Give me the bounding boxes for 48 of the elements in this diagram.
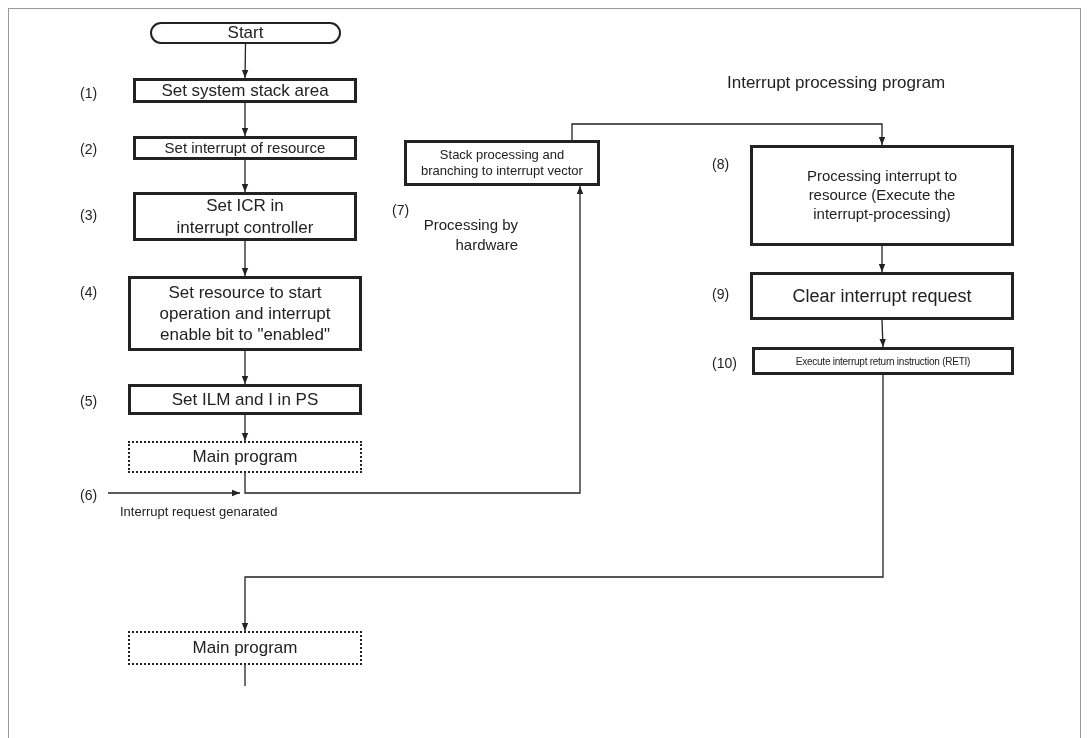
step-label: (9) xyxy=(712,285,730,304)
step-label: (3) xyxy=(80,206,98,225)
process-box xyxy=(133,192,357,241)
step-label: (1) xyxy=(80,84,98,103)
arrow xyxy=(241,414,249,442)
step-label: (4) xyxy=(80,283,98,302)
process-box xyxy=(128,384,362,415)
box-label: Set system stack area xyxy=(161,79,329,102)
step-label: Processing by hardware xyxy=(422,215,518,256)
step-label: (5) xyxy=(80,392,98,411)
step-label: (6) xyxy=(80,486,98,505)
arrow xyxy=(241,43,249,79)
terminal-box xyxy=(150,22,341,44)
step-label: (10) xyxy=(712,354,737,373)
box-label: Set interrupt of resource xyxy=(164,137,326,158)
arrow xyxy=(241,159,249,193)
process-box xyxy=(750,145,1014,246)
step-label: (8) xyxy=(712,155,730,174)
process-box xyxy=(133,78,357,103)
step-label: Interrupt request genarated xyxy=(120,503,278,521)
arrow xyxy=(241,102,249,137)
arrow xyxy=(244,185,584,494)
dotted-box xyxy=(128,441,362,473)
box-label: Processing interrupt to resource (Execute the interrupt-processing) xyxy=(805,167,959,224)
box-label: Stack processing and branching to interrupt vector xyxy=(420,146,584,180)
arrow xyxy=(879,319,886,348)
arrow xyxy=(241,240,249,277)
step-label: Interrupt processing program xyxy=(727,72,946,94)
box-label: Execute interrupt return instruction (RETI) xyxy=(795,354,971,369)
process-box xyxy=(128,276,362,351)
box-label: Start xyxy=(227,22,264,45)
box-label: Set ILM and I in PS xyxy=(171,388,319,411)
process-box xyxy=(404,140,600,186)
arrow xyxy=(241,374,884,632)
box-label: Set ICR in interrupt controller xyxy=(176,195,314,238)
step-label: (7) xyxy=(392,201,410,220)
process-box xyxy=(752,347,1014,375)
step-label: (2) xyxy=(80,140,98,159)
box-label: Main program xyxy=(192,446,298,469)
box-label: Set resource to start operation and interrupt enable bit to "enabled" xyxy=(158,281,332,346)
dotted-box xyxy=(128,631,362,665)
box-label: Clear interrupt request xyxy=(792,284,972,308)
process-box xyxy=(133,136,357,160)
arrow xyxy=(571,123,886,146)
arrow xyxy=(241,350,249,385)
arrow xyxy=(878,245,886,273)
box-label: Main program xyxy=(192,637,298,660)
process-box xyxy=(750,272,1014,320)
